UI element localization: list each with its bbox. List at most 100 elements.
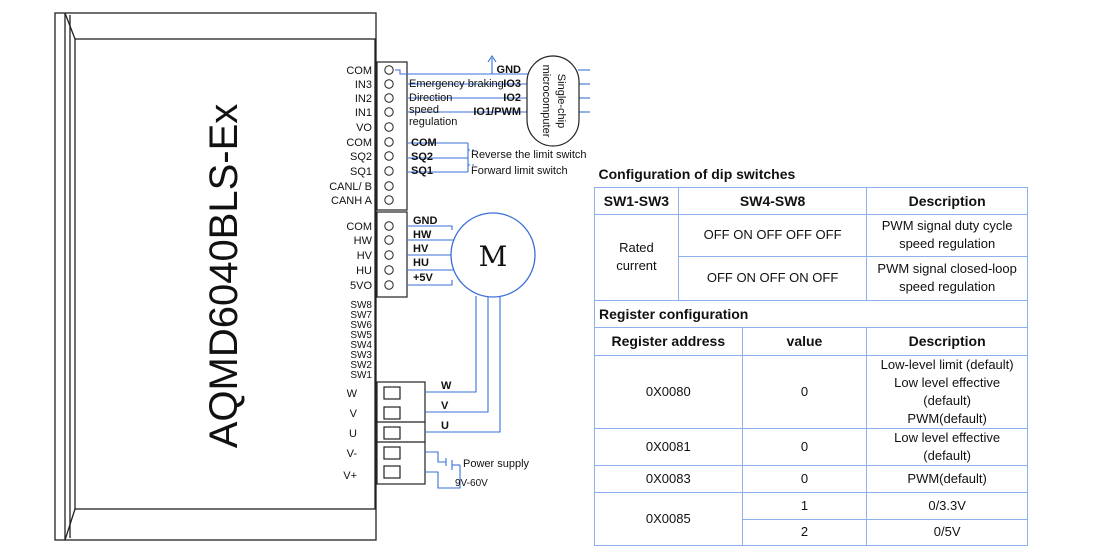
control-terminal-label: IN2 bbox=[355, 93, 372, 105]
dip-header-description: Description bbox=[866, 186, 1028, 215]
dip-row-label: Rated current bbox=[594, 213, 679, 301]
limit-switch-label: Reverse the limit switch bbox=[471, 149, 587, 161]
hall-pin-labels: GND HW HV HU +5V bbox=[413, 215, 438, 284]
wires bbox=[395, 55, 590, 489]
reg-header-description: Description bbox=[866, 326, 1028, 356]
hall-terminal-label: HW bbox=[354, 235, 373, 247]
reg-header-value: value bbox=[741, 326, 868, 356]
control-terminal-holes bbox=[384, 65, 394, 290]
limit-pin-label: SQ1 bbox=[411, 165, 433, 177]
reg-description: 0/3.3V bbox=[866, 491, 1028, 520]
hall-pin-label: HV bbox=[413, 243, 429, 255]
dip-header-sw48: SW4-SW8 bbox=[677, 186, 868, 215]
reg-value: 2 bbox=[741, 518, 868, 546]
control-terminal-label: COM bbox=[346, 137, 372, 149]
hall-terminal-labels: COM HW HV HU 5VO bbox=[346, 221, 372, 292]
power-terminal-label: V+ bbox=[343, 470, 357, 482]
phase-label: W bbox=[441, 380, 452, 392]
reg-value: 0 bbox=[741, 464, 868, 493]
dip-row-description: PWM signal duty cycle speed regulation bbox=[866, 213, 1028, 257]
dip-header-sw13: SW1-SW3 bbox=[594, 186, 679, 215]
mcu-pin-label: IO1/PWM bbox=[473, 106, 521, 118]
hall-terminal-label: 5VO bbox=[350, 280, 372, 292]
motor-label: M bbox=[479, 240, 508, 273]
control-terminal-label: COM bbox=[346, 65, 372, 77]
dip-table-title: Configuration of dip switches bbox=[598, 165, 796, 182]
phase-labels: WVU bbox=[441, 380, 452, 432]
dip-switch-label: SW4 bbox=[350, 340, 372, 351]
reg-table-title: Register configuration bbox=[594, 299, 1028, 328]
dip-switch-label: SW5 bbox=[350, 330, 372, 341]
control-terminal-label: SQ2 bbox=[350, 151, 372, 163]
reg-address: 0X0081 bbox=[594, 427, 743, 466]
limit-switch-label: Forward limit switch bbox=[471, 165, 568, 177]
hall-pin-label: HW bbox=[413, 229, 432, 241]
dip-row-description: PWM signal closed-loop speed regulation bbox=[866, 255, 1028, 301]
control-signal-label: regulation bbox=[409, 116, 457, 128]
mcu-outline bbox=[526, 55, 580, 147]
control-terminal-label: CANH A bbox=[331, 195, 373, 207]
power-terminal-label: V- bbox=[347, 448, 358, 460]
control-terminal-label: IN3 bbox=[355, 79, 372, 91]
mcu-pin-label: GND bbox=[497, 64, 522, 76]
power-terminal-block bbox=[376, 381, 426, 485]
dip-switch-label: SW6 bbox=[350, 320, 372, 331]
control-signal-label: Emergency braking bbox=[409, 78, 504, 90]
power-supply-label: Power supply bbox=[463, 458, 530, 470]
dip-row-sw48: OFF ON OFF OFF OFF bbox=[677, 213, 868, 257]
phase-label: U bbox=[441, 420, 449, 432]
control-terminal-label: CANL/ B bbox=[329, 181, 372, 193]
control-terminal-block bbox=[376, 61, 408, 298]
control-signal-label: Direction bbox=[409, 92, 452, 104]
control-terminal-label: VO bbox=[356, 122, 372, 134]
hall-terminal-label: COM bbox=[346, 221, 372, 233]
dip-switch-label: SW8 bbox=[350, 300, 372, 311]
reg-value: 0 bbox=[741, 427, 868, 466]
reg-address: 0X0083 bbox=[594, 464, 743, 493]
reg-description: Low-level limit (default) Low level effe… bbox=[866, 354, 1028, 429]
power-supply-range: 9V-60V bbox=[455, 478, 488, 489]
mcu-label-2: microcomputer bbox=[540, 65, 552, 138]
reg-header-address: Register address bbox=[594, 326, 743, 356]
mcu-pin-label: IO3 bbox=[503, 78, 521, 90]
hall-pin-label: HU bbox=[413, 257, 429, 269]
config-tables: Configuration of dip switches SW1-SW3 SW… bbox=[594, 161, 1028, 546]
driver-housing bbox=[54, 12, 377, 541]
reg-description: Low level effective (default) bbox=[866, 427, 1028, 466]
mcu-label-1: Single-chip bbox=[555, 74, 567, 128]
limit-pin-label: COM bbox=[411, 137, 437, 149]
dip-switch-label: SW1 bbox=[350, 370, 372, 381]
control-signal-labels: Emergency brakingDirectionspeedregulatio… bbox=[409, 78, 504, 128]
dip-row-sw48: OFF ON OFF ON OFF bbox=[677, 255, 868, 301]
dip-switch-label: SW2 bbox=[350, 360, 372, 371]
hall-terminal-label: HV bbox=[357, 250, 373, 262]
reg-value: 1 bbox=[741, 491, 868, 520]
reg-description: 0/5V bbox=[866, 518, 1028, 546]
reg-value: 0 bbox=[741, 354, 868, 429]
control-signal-label: speed bbox=[409, 104, 439, 116]
power-terminal-label: V bbox=[350, 408, 358, 420]
phase-label: V bbox=[441, 400, 449, 412]
mcu-pin-label: IO2 bbox=[503, 92, 521, 104]
hall-terminal-label: HU bbox=[356, 265, 372, 277]
power-terminal-label: W bbox=[347, 388, 358, 400]
driver-model-label: AQMD6040BLS-Ex bbox=[202, 104, 246, 449]
reg-description: PWM(default) bbox=[866, 464, 1028, 493]
control-terminal-label: SQ1 bbox=[350, 166, 372, 178]
reg-address: 0X0080 bbox=[594, 354, 743, 429]
dip-switch-label: SW7 bbox=[350, 310, 372, 321]
power-terminal-labels: WVU V- V+ bbox=[343, 388, 357, 482]
hall-pin-label: +5V bbox=[413, 272, 434, 284]
reg-address: 0X0085 bbox=[594, 491, 743, 546]
control-terminal-label: IN1 bbox=[355, 107, 372, 119]
hall-pin-label: GND bbox=[413, 215, 438, 227]
power-terminal-label: U bbox=[349, 428, 357, 440]
dip-switch-label: SW3 bbox=[350, 350, 372, 361]
limit-pin-label: SQ2 bbox=[411, 151, 433, 163]
